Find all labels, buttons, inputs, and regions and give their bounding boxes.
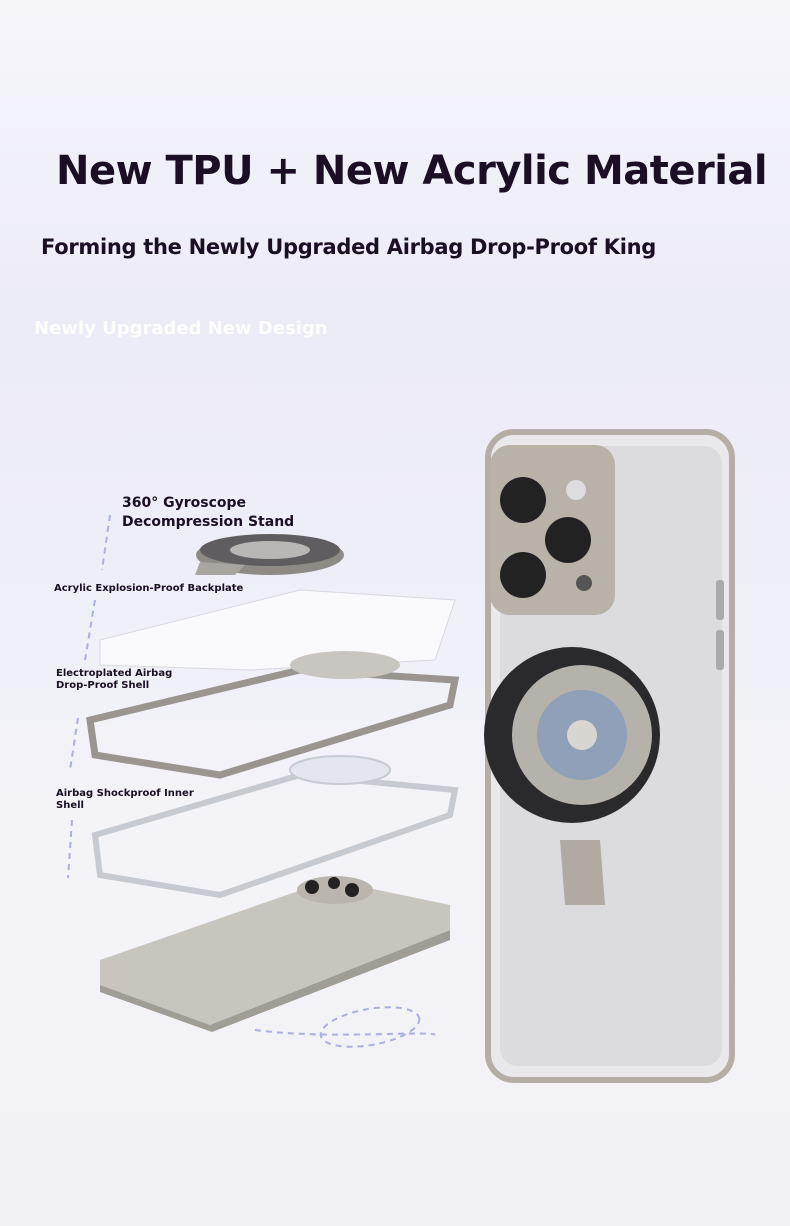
gyroscope-stand-part bbox=[195, 534, 344, 575]
tagline: Newly Upgraded New Design bbox=[34, 318, 328, 339]
headline: New TPU + New Acrylic Material bbox=[56, 148, 768, 194]
electroplated-shell-part bbox=[86, 651, 460, 779]
dashed-arrows bbox=[67, 514, 436, 1048]
label-inner-shell: Airbag Shockproof Inner Shell bbox=[56, 788, 194, 811]
inner-shell-part bbox=[91, 755, 459, 899]
subheadline: Forming the Newly Upgraded Airbag Drop-P… bbox=[41, 235, 656, 259]
acrylic-backplate-part bbox=[99, 589, 456, 671]
label-acrylic-backplate: Acrylic Explosion-Proof Backplate bbox=[54, 583, 244, 594]
iphone-part bbox=[100, 876, 450, 1032]
label-gyroscope-stand: 360° Gyroscope Decompression Stand bbox=[122, 495, 295, 530]
assembled-case-product bbox=[484, 429, 735, 1083]
label-electroplated-shell: Electroplated Airbag Drop-Proof Shell bbox=[56, 668, 173, 691]
